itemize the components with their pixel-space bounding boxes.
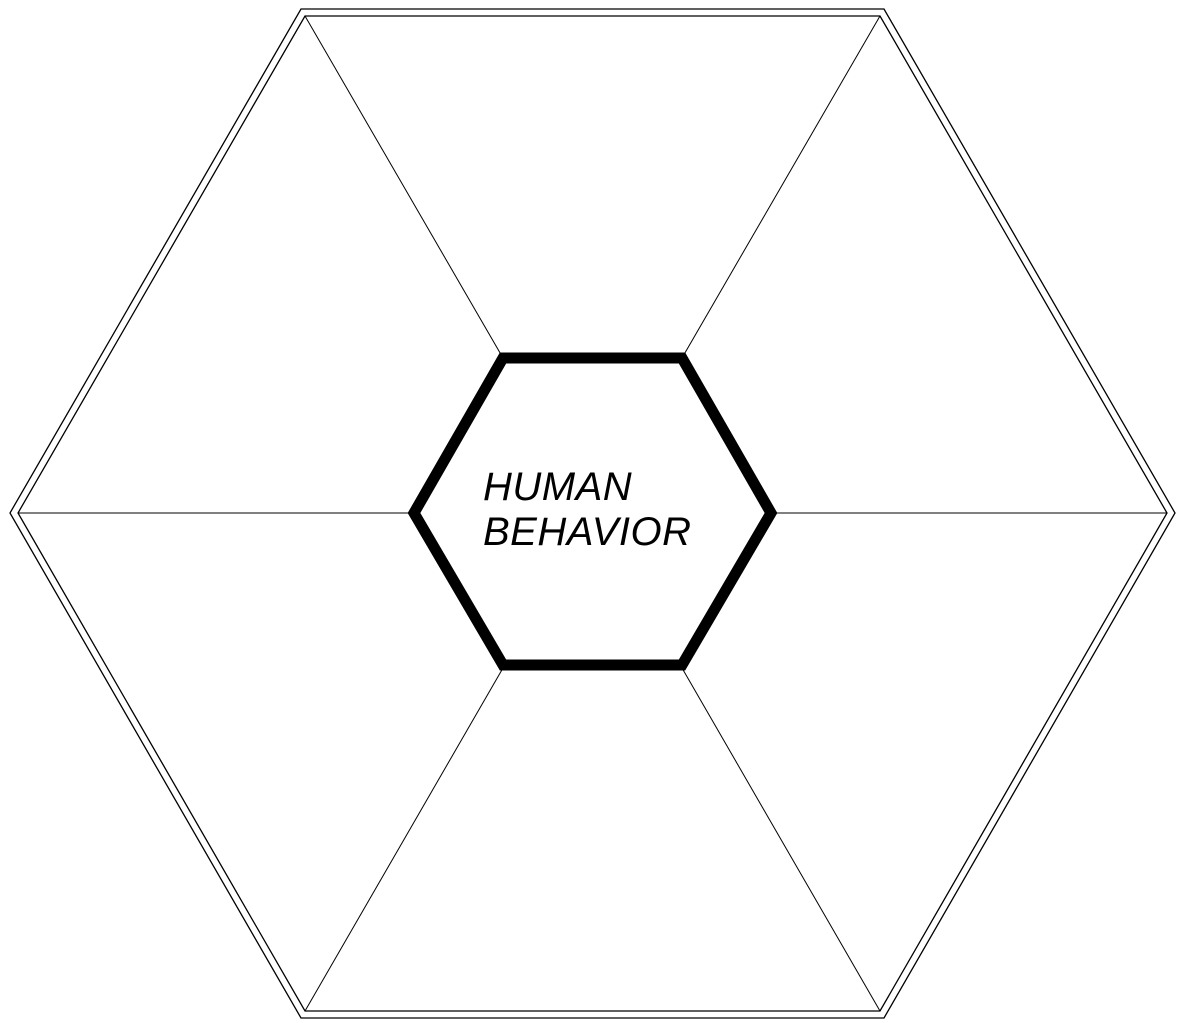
spoke-upper-right [681,15,881,359]
center-hexagon [407,352,778,671]
spoke-lower-right [681,667,881,1012]
spoke-lower-left [304,667,504,1012]
spoke-upper-left [304,15,504,359]
center-label: HUMAN BEHAVIOR [483,465,692,555]
center-label-line-2: BEHAVIOR [483,510,692,554]
outer-hexagon-border [9,8,1176,1019]
center-label-line-1: HUMAN [483,465,633,509]
